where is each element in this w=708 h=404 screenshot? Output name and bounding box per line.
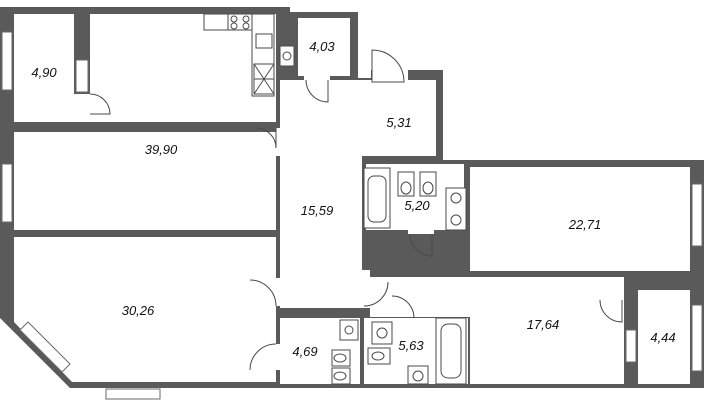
bidet-middle bbox=[397, 171, 415, 197]
bidet-bowl bbox=[400, 181, 412, 195]
door-entrance bbox=[371, 49, 405, 83]
door-bath-bottom bbox=[391, 295, 415, 319]
door-bedroom-left bbox=[249, 279, 277, 307]
opening-wc-top bbox=[304, 76, 330, 80]
toilet-bath-bottom bbox=[407, 365, 429, 385]
floor-storage-right bbox=[638, 290, 690, 384]
bidet-bath-bottom bbox=[367, 347, 391, 365]
floor-kitchen-upper bbox=[90, 14, 276, 122]
floor-bedroom-left bbox=[14, 237, 276, 382]
sink-bowl bbox=[376, 327, 388, 339]
area-label-living-kitchen: 39,90 bbox=[145, 142, 178, 157]
sink-wc-top bbox=[279, 45, 295, 67]
double-sink bbox=[445, 187, 467, 231]
wc-top-fixtures bbox=[279, 45, 295, 67]
bidet-bowl bbox=[371, 351, 385, 361]
bath-bottom-fixtures bbox=[367, 317, 467, 385]
floor-bedroom-bottom-upper bbox=[370, 277, 624, 317]
area-label-bathroom-bottom: 5,63 bbox=[398, 338, 424, 353]
opening-storage-right bbox=[598, 296, 624, 300]
door-storage-left bbox=[89, 93, 111, 115]
window-inner-right bbox=[625, 329, 637, 363]
sink-bowl bbox=[344, 325, 354, 335]
sink-bowl bbox=[450, 214, 462, 226]
door-storage-right bbox=[599, 299, 623, 323]
toilet-bowl bbox=[412, 370, 424, 382]
area-label-hall-top: 5,31 bbox=[386, 115, 411, 130]
stove-burner bbox=[242, 22, 250, 30]
window-bay bbox=[19, 321, 71, 373]
area-label-bedroom-right: 22,71 bbox=[568, 217, 602, 232]
area-label-storage-right: 4,44 bbox=[650, 330, 675, 345]
floor-corridor-ext bbox=[362, 272, 370, 308]
bathtub-inner bbox=[367, 175, 387, 223]
opening-entrance bbox=[372, 68, 408, 80]
door-bath-middle bbox=[409, 233, 433, 257]
window-living bbox=[1, 163, 13, 223]
window-inner-storage bbox=[75, 59, 89, 93]
floor-bedroom-right bbox=[470, 167, 690, 271]
door-wc-top bbox=[305, 79, 329, 103]
stove-burner bbox=[230, 22, 238, 30]
window-bedroom-right bbox=[691, 183, 703, 247]
area-label-corridor: 15,59 bbox=[301, 203, 334, 218]
room-floors bbox=[14, 14, 690, 384]
stove-burner bbox=[242, 15, 250, 23]
windows bbox=[1, 31, 703, 400]
sink-bowl bbox=[450, 192, 462, 204]
area-label-storage-left: 4,90 bbox=[31, 65, 57, 80]
floor-storage-left bbox=[14, 14, 74, 122]
opening-bedroom-right bbox=[362, 270, 370, 274]
stove-burner bbox=[230, 15, 238, 23]
toilet-middle bbox=[419, 171, 437, 197]
bidet-wc-bottom bbox=[331, 349, 351, 367]
bathtub-inner bbox=[440, 323, 462, 379]
toilet-bowl bbox=[422, 181, 434, 195]
area-label-bedroom-bottom: 17,64 bbox=[527, 317, 560, 332]
opening-storage-left bbox=[74, 94, 90, 122]
floor-living bbox=[14, 132, 276, 230]
toilet-bowl bbox=[333, 371, 347, 381]
door-wc-bottom bbox=[249, 343, 277, 371]
sink-bowl bbox=[282, 51, 292, 61]
window-storage-right bbox=[691, 304, 703, 372]
window-bottom bbox=[105, 388, 161, 400]
floor-wc-top bbox=[298, 18, 350, 76]
toilet-wc-bottom bbox=[331, 367, 351, 385]
floor-bedroom-bottom bbox=[470, 317, 624, 384]
opening-kitchen-hall bbox=[276, 128, 280, 156]
opening-bedroom-left bbox=[276, 278, 280, 306]
area-label-wc-bottom: 4,69 bbox=[292, 344, 317, 359]
door-kitchen-hall bbox=[255, 127, 277, 149]
bath-middle-fixtures bbox=[363, 167, 467, 231]
opening-wc-bottom bbox=[276, 344, 280, 370]
floor-hall-top bbox=[280, 80, 436, 156]
doors bbox=[89, 49, 623, 371]
kitchen-sink bbox=[255, 33, 273, 49]
sink-wc-bottom bbox=[339, 319, 359, 341]
area-label-bathroom-middle: 5,20 bbox=[404, 198, 430, 213]
window-storage-left bbox=[1, 31, 13, 91]
area-label-bedroom-left: 30,26 bbox=[122, 303, 155, 318]
wc-bottom-fixtures bbox=[331, 319, 359, 385]
door-corridor bbox=[363, 281, 389, 307]
area-label-wc-top: 4,03 bbox=[309, 39, 335, 54]
area-labels: 4,90 39,90 4,03 5,31 15,59 5,20 22,71 30… bbox=[31, 39, 675, 359]
bidet-bowl bbox=[333, 353, 347, 363]
opening-bath-middle bbox=[408, 230, 434, 234]
sink-bath-bottom bbox=[371, 321, 393, 345]
kitchen-fixtures bbox=[203, 13, 275, 97]
floor-corridor bbox=[280, 156, 362, 308]
